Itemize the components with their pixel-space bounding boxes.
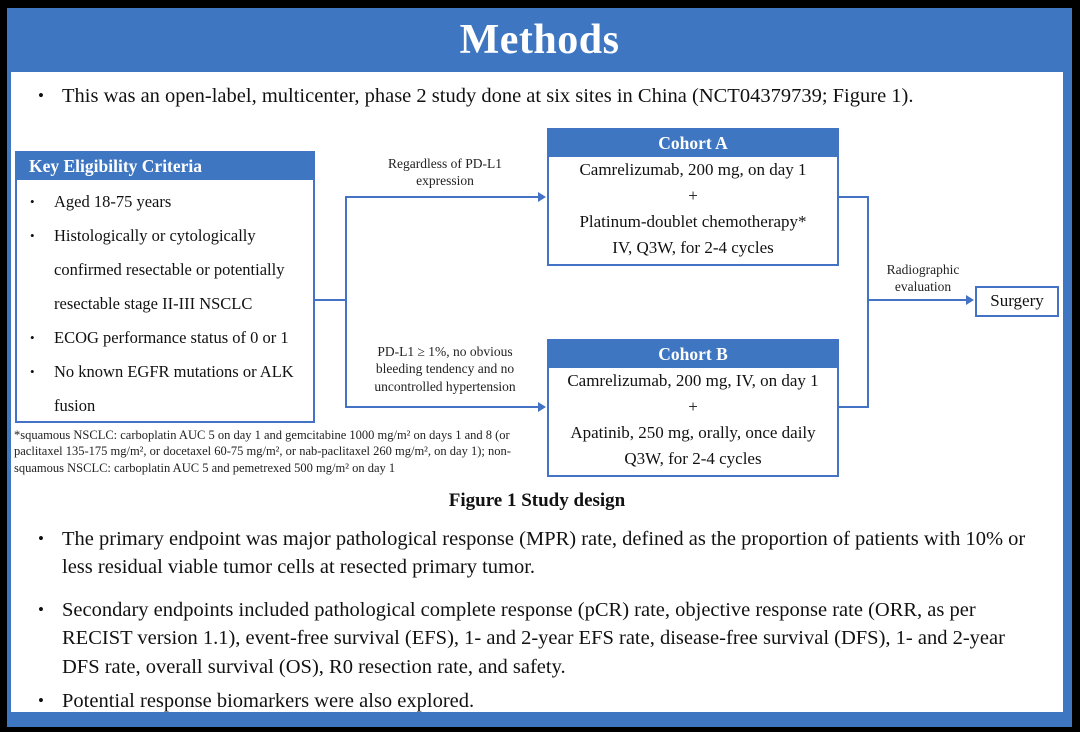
secondary-endpoints-bullet: • Secondary endpoints included pathologi…: [38, 596, 1039, 682]
cohort-b-line: Q3W, for 2-4 cycles: [624, 448, 762, 468]
eligibility-item-text: Aged 18-75 years: [54, 191, 172, 211]
cohort-a-box: Cohort A Camrelizumab, 200 mg, on day 1 …: [547, 127, 839, 266]
bullet-glyph: •: [30, 193, 35, 209]
bullet-glyph: •: [38, 86, 44, 105]
bottom-accent-bar: [7, 712, 1072, 727]
cohort-b-line: Apatinib, 250 mg, orally, once daily: [570, 422, 816, 442]
arrow-line-to-surgery: [867, 298, 967, 301]
primary-endpoint-text: The primary endpoint was major pathologi…: [62, 527, 1026, 579]
eligibility-item-text: Histologically or cytologically confirme…: [54, 225, 285, 313]
cohort-a-line: +: [688, 185, 698, 205]
cohort-a-line: Platinum-doublet chemotherapy*: [579, 211, 807, 231]
surgery-label: Surgery: [990, 291, 1044, 310]
branch-vertical-line: [345, 195, 347, 408]
eligibility-out-line: [313, 298, 347, 301]
bullet-glyph: •: [30, 363, 35, 379]
arrow-line-to-cohort-a: [345, 195, 539, 198]
eligibility-item: • Histologically or cytologically confir…: [30, 219, 307, 321]
bullet-glyph: •: [38, 528, 44, 548]
arrow-a-label: Regardless of PD-L1 expression: [388, 155, 502, 189]
eligibility-item: • ECOG performance status of 0 or 1: [30, 321, 307, 355]
cohort-a-line: IV, Q3W, for 2-4 cycles: [612, 237, 774, 257]
biomarkers-text: Potential response biomarkers were also …: [62, 690, 475, 712]
bullet-glyph: •: [38, 691, 44, 710]
eligibility-item: • No known EGFR mutations or ALK fusion: [30, 355, 307, 423]
secondary-endpoints-text: Secondary endpoints included pathologica…: [62, 598, 1005, 678]
intro-bullet-text: This was an open-label, multicenter, pha…: [62, 85, 914, 107]
cohort-a-header: Cohort A: [548, 128, 838, 157]
arrowhead-surgery: [966, 294, 974, 305]
radiographic-evaluation-label: Radiographic evaluation: [886, 261, 960, 295]
cohort-b-box: Cohort B Camrelizumab, 200 mg, IV, on da…: [547, 338, 839, 477]
eligibility-item-text: No known EGFR mutations or ALK fusion: [54, 361, 294, 415]
arrow-line-to-cohort-b: [345, 405, 539, 408]
arrowhead-cohort-b: [538, 401, 546, 412]
intro-bullet: • This was an open-label, multicenter, p…: [38, 82, 1039, 111]
cohort-a-out-line: [839, 195, 869, 198]
eligibility-item: • Aged 18-75 years: [30, 185, 307, 219]
cohort-b-out-line: [839, 405, 869, 408]
bullet-glyph: •: [30, 329, 35, 345]
page-title: Methods: [459, 17, 620, 63]
chemotherapy-footnote: *squamous NSCLC: carboplatin AUC 5 on da…: [14, 427, 511, 475]
eligibility-body: • Aged 18-75 years • Histologically or c…: [17, 180, 313, 423]
biomarkers-bullet: • Potential response biomarkers were als…: [38, 687, 1039, 712]
eligibility-box: Key Eligibility Criteria • Aged 18-75 ye…: [15, 150, 315, 423]
cohort-a-line: Camrelizumab, 200 mg, on day 1: [579, 159, 807, 179]
cohort-b-line: Camrelizumab, 200 mg, IV, on day 1: [567, 370, 819, 390]
arrow-b-label: PD-L1 ≥ 1%, no obvious bleeding tendency…: [374, 343, 516, 394]
cohort-b-header: Cohort B: [548, 339, 838, 368]
figure-caption: Figure 1 Study design: [448, 489, 626, 511]
study-design-diagram: Key Eligibility Criteria • Aged 18-75 ye…: [11, 121, 1063, 487]
title-bar: Methods: [7, 8, 1072, 72]
bullet-glyph: •: [30, 227, 35, 243]
slide-content: • This was an open-label, multicenter, p…: [7, 72, 1072, 712]
bullet-glyph: •: [38, 599, 44, 619]
arrowhead-cohort-a: [538, 191, 546, 202]
surgery-box: Surgery: [975, 285, 1059, 317]
merge-vertical-line: [867, 195, 869, 408]
primary-endpoint-bullet: • The primary endpoint was major patholo…: [38, 525, 1039, 582]
eligibility-item-text: ECOG performance status of 0 or 1: [54, 327, 289, 347]
cohort-b-line: +: [688, 396, 698, 416]
eligibility-header: Key Eligibility Criteria: [16, 151, 314, 180]
